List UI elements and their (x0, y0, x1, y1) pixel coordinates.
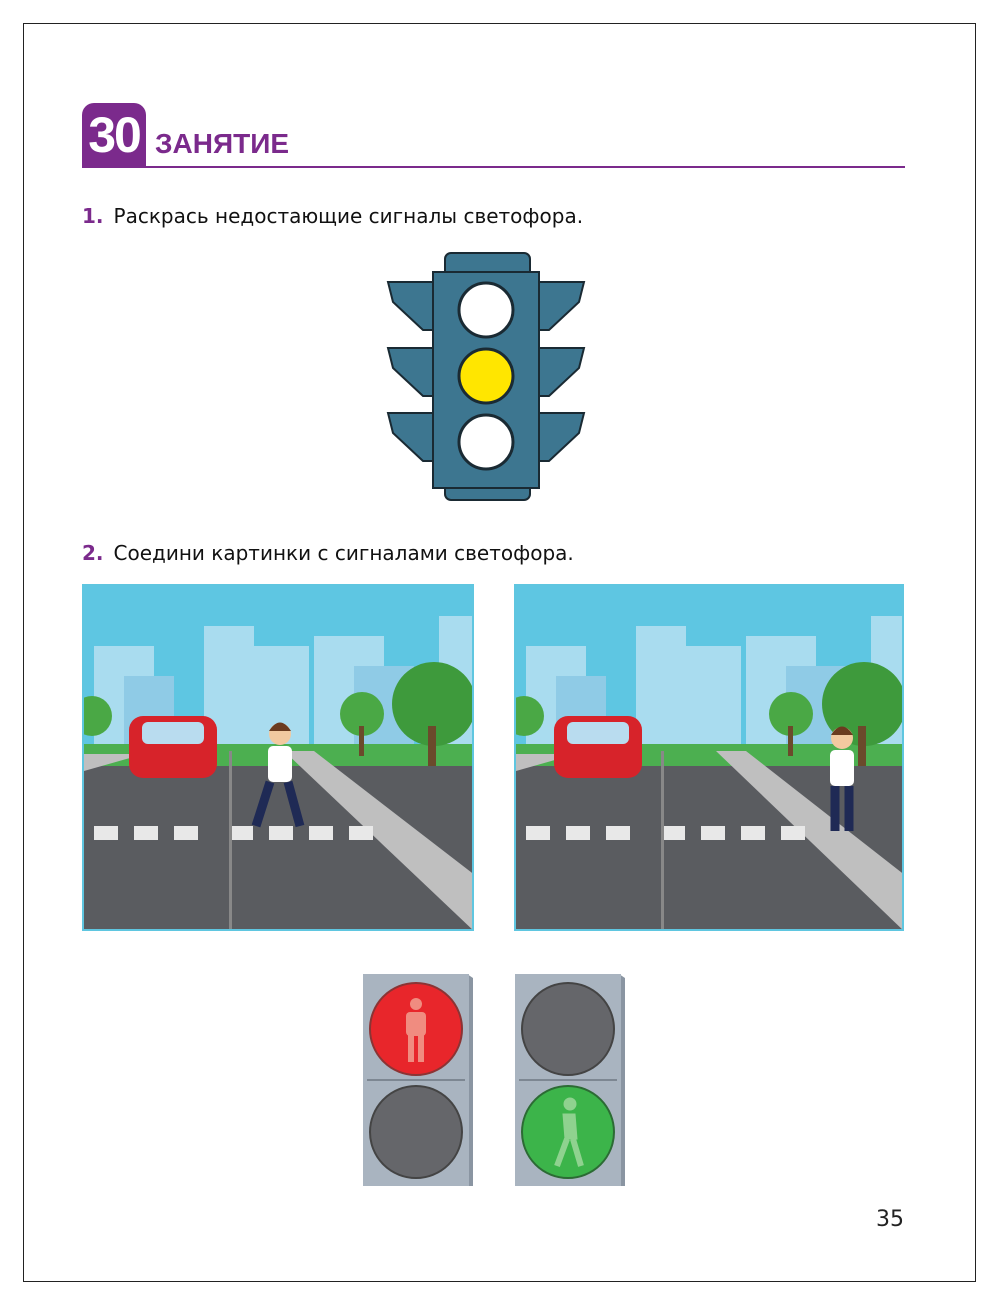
task-1-number: 1. (82, 204, 104, 228)
pedestrian-light-red[interactable] (363, 974, 473, 1186)
task-2: 2. Соедини картинки с сигналами светофора… (82, 541, 574, 565)
bottom-light (457, 413, 515, 471)
task-2-number: 2. (82, 541, 104, 565)
vehicle-traffic-light (386, 252, 586, 501)
scene-boy-waiting[interactable] (514, 584, 904, 931)
lesson-number-badge: 30 (82, 103, 146, 167)
header-divider (82, 166, 905, 168)
middle-light-yellow (457, 347, 515, 405)
top-light (457, 281, 515, 339)
pedestrian-light-green[interactable] (515, 974, 625, 1186)
lesson-title: ЗАНЯТИЕ (155, 128, 290, 159)
task-1: 1. Раскрась недостающие сигналы светофора… (82, 204, 583, 228)
page-number: 35 (876, 1207, 904, 1232)
scene-boy-crossing[interactable] (82, 584, 474, 931)
page-border (23, 23, 976, 1282)
task-2-text: Соедини картинки с сигналами светофора. (113, 541, 574, 565)
task-1-text: Раскрась недостающие сигналы светофора. (113, 204, 584, 228)
